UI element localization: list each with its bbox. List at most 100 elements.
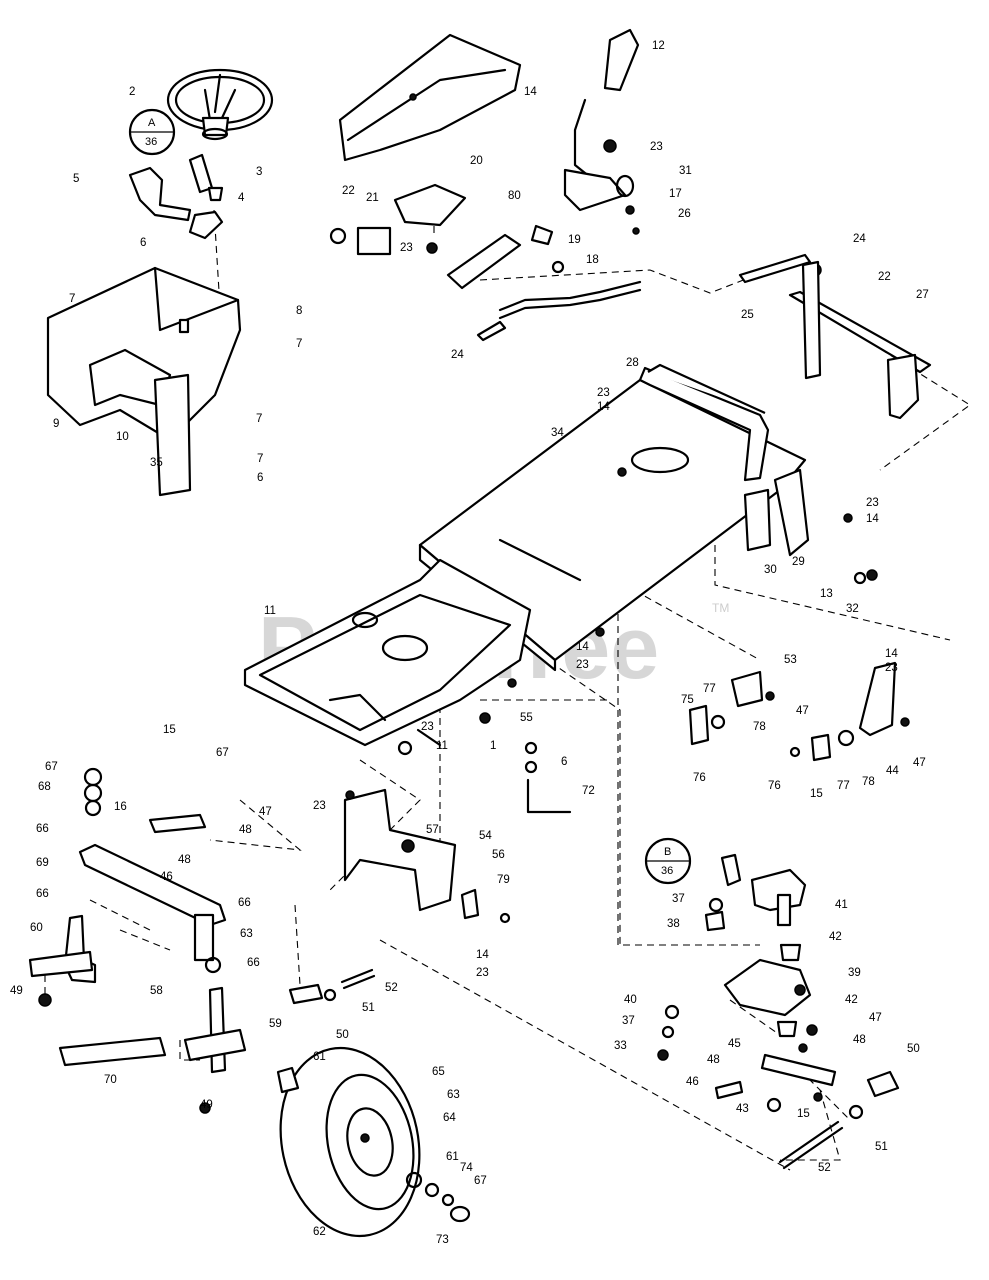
part-number-label: 48 [707, 1054, 720, 1066]
part-number-label: 66 [238, 897, 251, 909]
part-number-label: 22 [342, 185, 355, 197]
part-number-label: 51 [875, 1141, 888, 1153]
part-number-label: 70 [104, 1074, 117, 1086]
part-number-label: 23 [421, 721, 434, 733]
part-number-label: 58 [150, 985, 163, 997]
part-number-label: 23 [400, 242, 413, 254]
part-number-label: 79 [497, 874, 510, 886]
part-number-label: 19 [568, 234, 581, 246]
part-number-label: 16 [114, 801, 127, 813]
fender-console [329, 33, 565, 290]
part-number-label: 64 [443, 1112, 456, 1124]
part-number-label: 10 [116, 431, 129, 443]
axle-support [343, 788, 511, 924]
part-number-label: 47 [913, 757, 926, 769]
steering-gear [657, 853, 837, 1113]
part-number-label: 11 [436, 740, 448, 752]
part-number-label: 6 [257, 472, 263, 484]
callout-a-letter: A [148, 117, 156, 129]
part-number-label: 52 [385, 982, 398, 994]
part-number-label: 75 [681, 694, 694, 706]
part-number-label: 6 [561, 756, 567, 768]
part-number-label: 37 [672, 893, 685, 905]
part-number-label: 14 [866, 513, 879, 525]
part-number-label: 5 [73, 173, 79, 185]
part-number-label: 67 [45, 761, 58, 773]
part-number-label: 46 [160, 871, 173, 883]
part-number-label: 61 [446, 1151, 459, 1163]
part-number-label: 24 [853, 233, 866, 245]
part-number-label: 55 [520, 712, 533, 724]
part-number-label: 67 [216, 747, 229, 759]
part-number-label: 37 [622, 1015, 635, 1027]
part-number-label: 48 [853, 1034, 866, 1046]
part-number-label: 47 [259, 806, 272, 818]
part-number-label: 65 [432, 1066, 445, 1078]
part-number-label: 68 [38, 781, 51, 793]
front-wheel [276, 1046, 471, 1238]
part-number-label: 34 [551, 427, 564, 439]
part-number-label: 23 [650, 141, 663, 153]
lift-lever [476, 28, 642, 342]
part-number-label: 50 [907, 1043, 920, 1055]
lift-shaft [738, 253, 932, 420]
part-number-label: 27 [916, 289, 929, 301]
part-number-label: 62 [313, 1226, 326, 1238]
part-number-label: 77 [703, 683, 716, 695]
part-number-label: 56 [492, 849, 505, 861]
part-number-label: 66 [247, 957, 260, 969]
right-brackets [688, 661, 910, 762]
callout-a-page: 36 [145, 136, 157, 148]
part-number-label: 14 [597, 401, 610, 413]
part-number-label: 48 [239, 824, 252, 836]
front-frame [243, 558, 605, 747]
part-number-label: 25 [741, 309, 754, 321]
part-number-label: 54 [479, 830, 492, 842]
part-number-label: 38 [667, 918, 680, 930]
part-number-label: 53 [784, 654, 797, 666]
part-number-label: 61 [313, 1051, 326, 1063]
part-number-label: 57 [426, 824, 439, 836]
part-number-label: 47 [869, 1012, 882, 1024]
part-number-label: 69 [36, 857, 49, 869]
part-number-label: 63 [240, 928, 253, 940]
part-number-label: 48 [178, 854, 191, 866]
part-number-label: 40 [624, 994, 637, 1006]
part-number-label: 31 [679, 165, 692, 177]
part-number-label: 43 [736, 1103, 749, 1115]
part-number-label: 35 [150, 457, 163, 469]
part-number-label: 21 [366, 192, 379, 204]
part-number-label: 28 [626, 357, 639, 369]
callout-b: B 36 [644, 837, 692, 885]
part-number-label: 18 [586, 254, 599, 266]
part-number-label: 39 [848, 967, 861, 979]
assembly-lines [44, 190, 971, 1171]
steering-wheel [166, 68, 274, 141]
part-number-label: 23 [597, 387, 610, 399]
part-number-label: 15 [163, 724, 176, 736]
part-number-label: 2 [129, 86, 135, 98]
part-number-label: 78 [862, 776, 875, 788]
part-number-label: 46 [686, 1076, 699, 1088]
part-number-label: 1 [490, 740, 496, 752]
part-number-label: 20 [470, 155, 483, 167]
part-number-label: 59 [269, 1018, 282, 1030]
part-number-label: 7 [69, 293, 75, 305]
dash-panel [46, 266, 242, 497]
part-number-label: 51 [362, 1002, 375, 1014]
part-number-label: 23 [476, 967, 489, 979]
part-number-label: 7 [296, 338, 302, 350]
part-number-label: 9 [53, 418, 59, 430]
part-number-label: 76 [693, 772, 706, 784]
part-number-label: 14 [576, 641, 589, 653]
part-number-label: 15 [810, 788, 823, 800]
callout-a: A 36 [128, 108, 176, 156]
part-number-label: 33 [614, 1040, 627, 1052]
part-number-label: 7 [256, 413, 262, 425]
part-number-label: 42 [845, 994, 858, 1006]
part-number-label: 11 [264, 605, 276, 617]
part-number-label: 32 [846, 603, 859, 615]
callout-b-page: 36 [661, 865, 673, 877]
